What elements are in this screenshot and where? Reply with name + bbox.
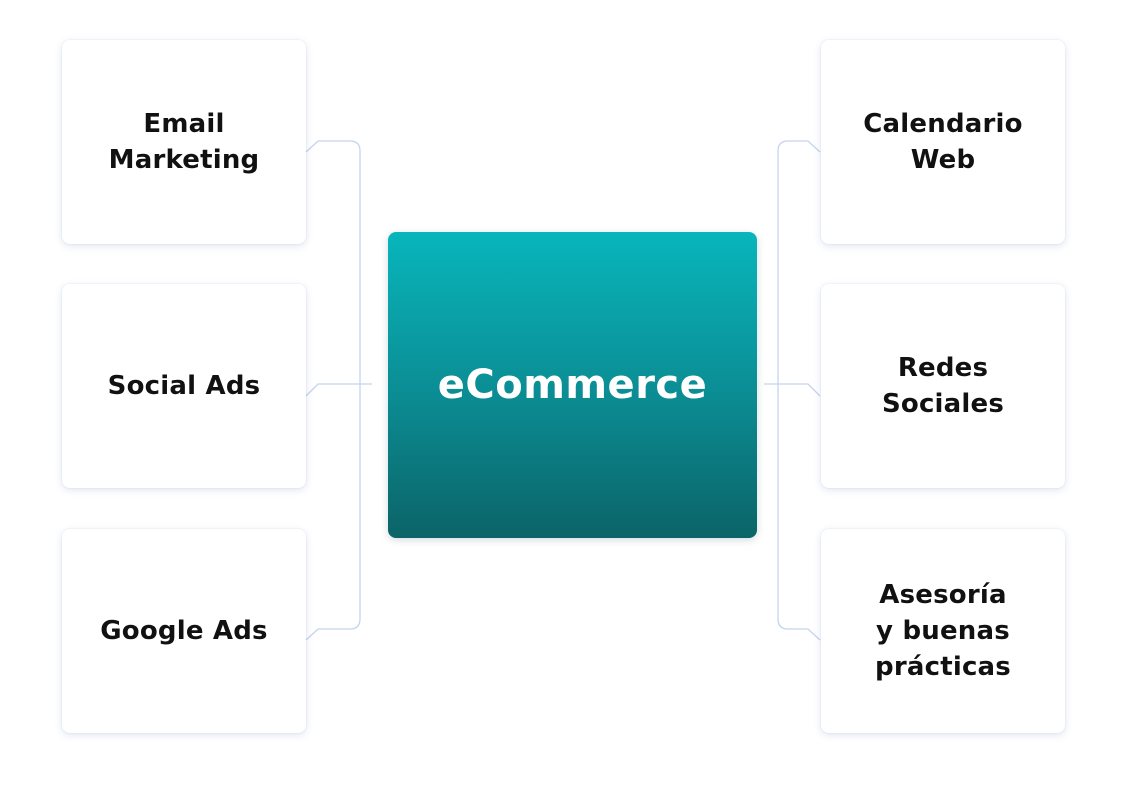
card-google-ads: Google Ads <box>62 529 306 733</box>
card-label: Social Ads <box>107 371 261 401</box>
card-asesoria: Asesoría y buenas prácticas <box>821 529 1065 733</box>
card-label: Calendario Web <box>863 109 1023 175</box>
left-bracket-connector <box>305 140 361 641</box>
right-middle-connector <box>764 383 821 397</box>
center-node-ecommerce: eCommerce <box>388 232 757 538</box>
card-label: Google Ads <box>100 616 268 646</box>
card-label: Redes Sociales <box>881 353 1005 419</box>
card-label: Email Marketing <box>108 109 260 175</box>
card-email-marketing: Email Marketing <box>62 40 306 244</box>
left-middle-connector <box>305 383 372 397</box>
card-social-ads: Social Ads <box>62 284 306 488</box>
center-label: eCommerce <box>437 362 708 408</box>
card-calendario-web: Calendario Web <box>821 40 1065 244</box>
card-label: Asesoría y buenas prácticas <box>875 580 1011 682</box>
right-bracket-connector <box>777 140 821 641</box>
card-redes-sociales: Redes Sociales <box>821 284 1065 488</box>
